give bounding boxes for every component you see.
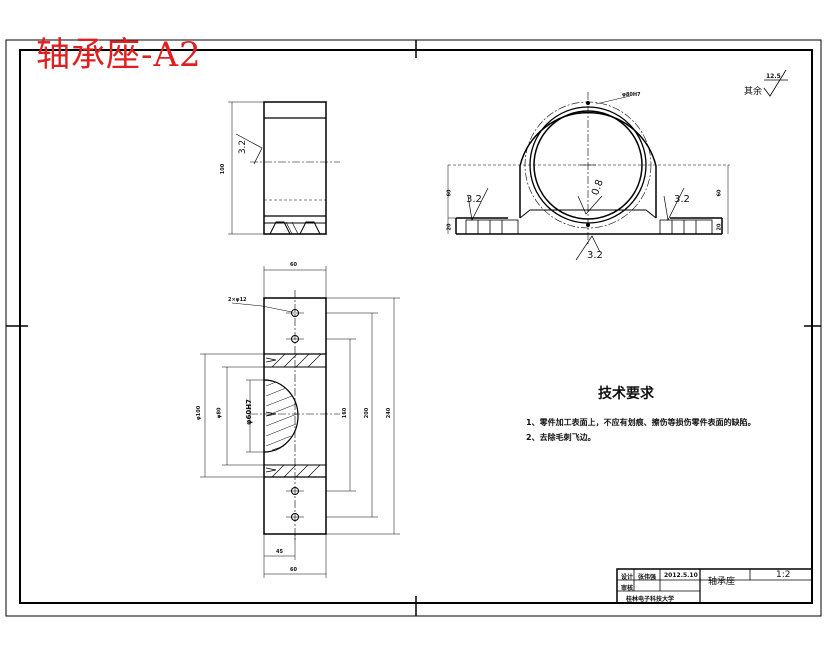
dim-bore-b: φ80 — [216, 407, 223, 419]
roughness-front-left: 3.2 — [466, 194, 482, 205]
tech-note-1: 1、零件加工表面上，不应有划痕、擦伤等损伤零件表面的缺陷。 — [526, 418, 756, 427]
tb-designer-label: 设计 — [621, 574, 634, 581]
dim-bore-a: φ100 — [196, 405, 203, 421]
drawing-title: 轴承座-A2 — [36, 35, 202, 75]
centering-marks — [6, 40, 821, 616]
tb-school: 桂林电子科技大学 — [626, 596, 675, 603]
front-view — [447, 92, 730, 261]
dim-bottom-width: 60 — [290, 567, 297, 573]
dim-front-right-a: 60 — [716, 189, 723, 197]
inner-border — [19, 49, 813, 604]
tech-requirements-heading: 技术要求 — [598, 386, 654, 402]
roughness-front-bottom: 3.2 — [587, 250, 603, 261]
tb-designer: 张伟强 — [638, 574, 657, 581]
dim-side-height: 100 — [220, 163, 227, 175]
general-roughness-label: 其余 — [744, 87, 763, 97]
tb-part-name: 轴承座 — [708, 577, 736, 587]
general-roughness-value: 12.5 — [766, 73, 781, 80]
dim-front-height-b: 20 — [446, 223, 453, 231]
dim-front-bore: φ80H7 — [622, 92, 641, 98]
tb-date: 2012.5.10 — [664, 572, 698, 579]
dim-bore-c: φ60H7 — [244, 399, 253, 425]
title-block — [616, 568, 813, 604]
tech-note-2: 2、去除毛刺飞边。 — [526, 433, 596, 442]
dim-hole-callout: 2×φ12 — [228, 297, 247, 303]
dim-top-width: 60 — [290, 262, 297, 268]
tb-scale: 1:2 — [776, 570, 791, 580]
tb-checker-label: 审核 — [621, 585, 634, 592]
side-view — [228, 101, 340, 235]
dim-length-b: 200 — [364, 407, 371, 419]
dim-front-height-a: 60 — [446, 189, 453, 197]
outer-frame — [5, 39, 822, 617]
general-roughness-symbol — [763, 69, 788, 97]
dim-front-right-b: 20 — [716, 223, 723, 231]
dim-length-c: 240 — [386, 407, 393, 419]
roughness-side: 3.2 — [238, 139, 249, 155]
top-view — [200, 266, 400, 578]
dim-length-a: 160 — [342, 407, 349, 419]
dim-slot-width: 45 — [276, 549, 283, 555]
roughness-front-right: 3.2 — [674, 194, 690, 205]
